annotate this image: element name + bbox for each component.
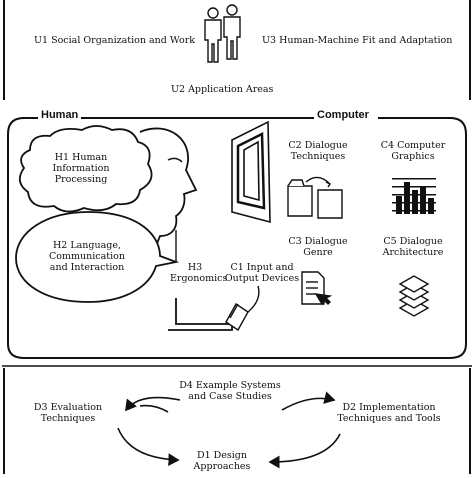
system-box <box>7 117 467 359</box>
input-device-icon <box>225 285 260 332</box>
d2-label: D2 Implementation Techniques and Tools <box>337 402 441 424</box>
c5-label: C5 Dialogue Architecture <box>382 236 444 258</box>
h3-label: H3 Ergonomics <box>170 262 228 284</box>
h1-label: H1 Human Information Processing <box>52 152 110 185</box>
graphics-chart-icon <box>392 178 436 214</box>
people-icon <box>204 4 241 63</box>
chair-icon <box>168 298 233 331</box>
u1-label: U1 Social Organization and Work <box>34 35 196 46</box>
dialogue-windows-icon <box>287 176 343 219</box>
h1-cloud <box>18 125 153 213</box>
d4-label: D4 Example Systems and Case Studies <box>179 380 281 402</box>
head-profile-icon <box>139 127 198 247</box>
u2-label: U2 Application Areas <box>171 84 274 95</box>
c4-label: C4 Computer Graphics <box>380 140 446 162</box>
d3-label: D3 Evaluation Techniques <box>33 402 103 424</box>
h2-label: H2 Language, Communication and Interacti… <box>49 240 125 273</box>
h2-bubble <box>15 211 180 303</box>
c2-label: C2 Dialogue Techniques <box>288 140 348 162</box>
human-section-title: Human <box>38 110 82 121</box>
c1-label: C1 Input and Output Devices <box>224 262 300 284</box>
d1-label: D1 Design Approaches <box>193 450 251 472</box>
computer-section-title: Computer <box>314 110 372 121</box>
layers-icon <box>398 275 430 317</box>
document-icon <box>301 271 333 306</box>
monitor-icon <box>231 120 271 224</box>
c3-label: C3 Dialogue Genre <box>288 236 348 258</box>
cycle-arrows <box>117 391 341 469</box>
u3-label: U3 Human-Machine Fit and Adaptation <box>262 35 453 46</box>
eye-icon <box>167 157 183 163</box>
